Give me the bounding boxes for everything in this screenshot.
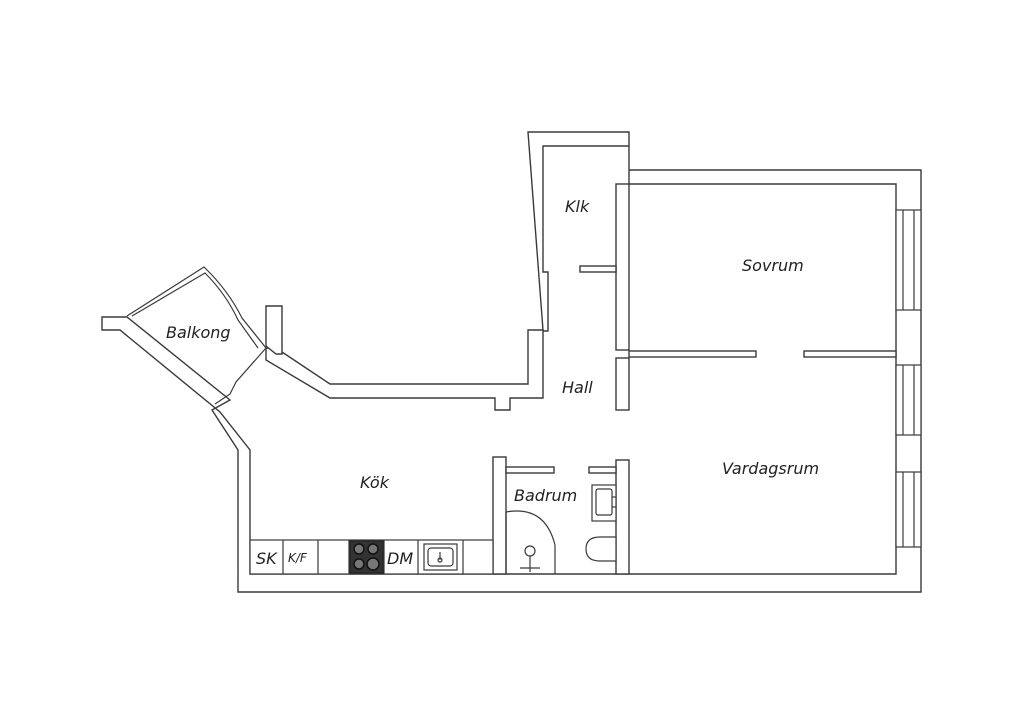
room-label-vardagsrum: Vardagsrum <box>722 459 819 478</box>
room-label-hall: Hall <box>562 378 593 397</box>
kitchen-sink <box>423 543 458 571</box>
fixture-label-kf: K/F <box>288 551 308 565</box>
room-label-badrum: Badrum <box>514 486 577 505</box>
fixture-label-sk: SK <box>256 549 278 568</box>
room-label-klk: Klk <box>565 197 590 216</box>
room-label-balkong: Balkong <box>166 323 231 342</box>
balcony-area <box>126 266 283 405</box>
outer-walls <box>101 131 922 593</box>
room-label-kok: Kök <box>360 473 390 492</box>
stove <box>349 540 384 574</box>
bathroom-sink <box>591 484 617 522</box>
toilet <box>585 536 617 562</box>
room-label-sovrum: Sovrum <box>742 256 804 275</box>
shower <box>505 510 556 574</box>
fixture-label-dm: DM <box>387 549 413 568</box>
